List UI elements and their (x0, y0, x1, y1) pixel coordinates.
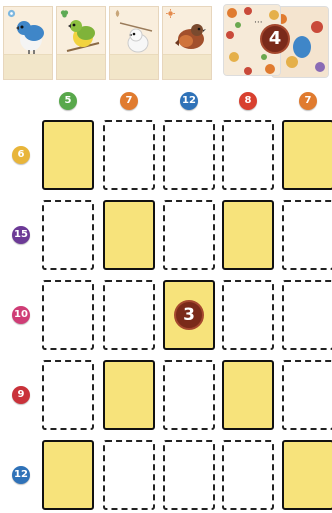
grid-cell-filled[interactable] (42, 120, 94, 190)
column-target-5: 7 (299, 92, 317, 110)
grid-cell-filled[interactable]: 3 (163, 280, 215, 350)
grid-cell-empty[interactable] (42, 200, 94, 270)
grid-cell-empty[interactable] (42, 360, 94, 430)
row-target-2: 15 (12, 226, 30, 244)
green-warbler-icon (63, 13, 103, 57)
column-target-3: 12 (180, 92, 198, 110)
robin-icon (169, 13, 209, 57)
grid-cell-empty[interactable] (103, 440, 155, 510)
column-target-4: 8 (239, 92, 257, 110)
grid-cell-filled[interactable] (103, 200, 155, 270)
grid-cell-empty[interactable] (163, 200, 215, 270)
hand-cards (3, 6, 217, 80)
bird-card-robin[interactable] (162, 6, 212, 80)
grid-cell-filled[interactable] (42, 440, 94, 510)
grid-cell-empty[interactable] (222, 440, 274, 510)
bird-card-white-chickadee[interactable] (109, 6, 159, 80)
white-chickadee-icon (116, 13, 156, 57)
grid-cell-empty[interactable] (222, 120, 274, 190)
bluebird-icon (10, 13, 50, 57)
grid-cell-empty[interactable] (42, 280, 94, 350)
row-target-5: 12 (12, 466, 30, 484)
deck-count-badge: 4 (260, 24, 290, 54)
grid-cell-empty[interactable] (163, 360, 215, 430)
grid-cell-filled[interactable] (222, 360, 274, 430)
grid-cell-filled[interactable] (282, 440, 332, 510)
column-target-2: 7 (120, 92, 138, 110)
grid-cell-filled[interactable] (222, 200, 274, 270)
grid-cell-empty[interactable] (103, 120, 155, 190)
row-target-1: 6 (12, 146, 30, 164)
grid-cell-empty[interactable] (282, 360, 332, 430)
grid-cell-empty[interactable] (163, 120, 215, 190)
grid-cell-empty[interactable] (282, 280, 332, 350)
bird-card-green-warbler[interactable] (56, 6, 106, 80)
column-target-1: 5 (59, 92, 77, 110)
row-target-3: 10 (12, 306, 30, 324)
grid-cell-empty[interactable] (282, 200, 332, 270)
grid-cell-empty[interactable] (222, 280, 274, 350)
draw-deck[interactable]: ··· 4 (223, 4, 331, 78)
grid-cell-filled[interactable] (282, 120, 332, 190)
cell-number-marker: 3 (174, 300, 204, 330)
row-target-4: 9 (12, 386, 30, 404)
grid-cell-empty[interactable] (163, 440, 215, 510)
bird-card-bluebird[interactable] (3, 6, 53, 80)
deck-more-dots: ··· (254, 18, 263, 28)
grid-cell-empty[interactable] (103, 280, 155, 350)
grid-cell-filled[interactable] (103, 360, 155, 430)
